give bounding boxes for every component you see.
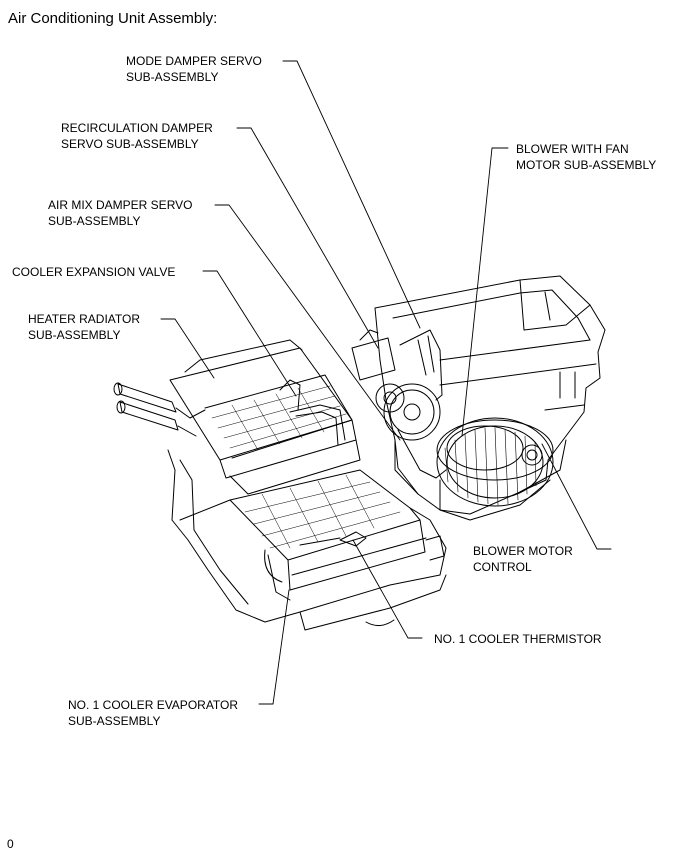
label-cooler-expansion-valve: COOLER EXPANSION VALVE <box>12 264 175 280</box>
label-line: NO. 1 COOLER EVAPORATOR <box>68 698 239 712</box>
label-heater-radiator: HEATER RADIATOR SUB-ASSEMBLY <box>28 311 140 343</box>
label-mode-damper-servo: MODE DAMPER SERVO SUB-ASSEMBLY <box>126 53 262 85</box>
blower-fan-wheel <box>436 417 567 521</box>
label-line: CONTROL <box>473 560 532 574</box>
leader-mode-damper <box>282 60 421 329</box>
inlet-pipes <box>113 379 346 446</box>
label-line: SUB-ASSEMBLY <box>28 328 121 342</box>
label-line: MODE DAMPER SERVO <box>126 54 262 68</box>
servo-gears <box>351 329 447 495</box>
leader-recirc-damper <box>236 127 379 349</box>
label-line: SERVO SUB-ASSEMBLY <box>61 137 199 151</box>
label-line: SUB-ASSEMBLY <box>126 70 219 84</box>
leader-evaporator <box>258 589 290 705</box>
label-blower-motor-control: BLOWER MOTOR CONTROL <box>473 543 573 575</box>
heater-radiator <box>169 339 361 495</box>
figure-code: 0 <box>7 837 14 851</box>
label-line: HEATER RADIATOR <box>28 312 141 326</box>
label-line: AIR MIX DAMPER SERVO <box>48 198 193 212</box>
label-recirculation-damper-servo: RECIRCULATION DAMPER SERVO SUB-ASSEMBLY <box>61 120 213 152</box>
leader-thermistor <box>352 539 423 639</box>
leader-expansion-valve <box>202 270 297 397</box>
blower-housing <box>374 275 606 515</box>
evaporator-housing <box>167 449 447 631</box>
leader-air-mix-damper <box>214 204 401 441</box>
label-line: NO. 1 COOLER THERMISTOR <box>434 632 602 646</box>
diagram-title: Air Conditioning Unit Assembly: <box>8 10 218 27</box>
label-line: SUB-ASSEMBLY <box>68 714 161 728</box>
label-line: COOLER EXPANSION VALVE <box>12 265 176 279</box>
leader-heater-radiator <box>160 318 215 379</box>
label-line: BLOWER WITH FAN <box>516 142 629 156</box>
label-line: MOTOR SUB-ASSEMBLY <box>516 158 657 172</box>
label-cooler-thermistor: NO. 1 COOLER THERMISTOR <box>434 631 602 647</box>
leader-blower-control <box>541 443 612 550</box>
label-line: SUB-ASSEMBLY <box>48 214 141 228</box>
leader-lines <box>160 60 612 705</box>
label-cooler-evaporator: NO. 1 COOLER EVAPORATOR SUB-ASSEMBLY <box>68 697 238 729</box>
leader-blower-fan <box>461 147 509 437</box>
label-line: RECIRCULATION DAMPER <box>61 121 213 135</box>
label-air-mix-damper-servo: AIR MIX DAMPER SERVO SUB-ASSEMBLY <box>48 197 192 229</box>
label-blower-with-fan-motor: BLOWER WITH FAN MOTOR SUB-ASSEMBLY <box>516 141 656 173</box>
label-line: BLOWER MOTOR <box>473 544 573 558</box>
